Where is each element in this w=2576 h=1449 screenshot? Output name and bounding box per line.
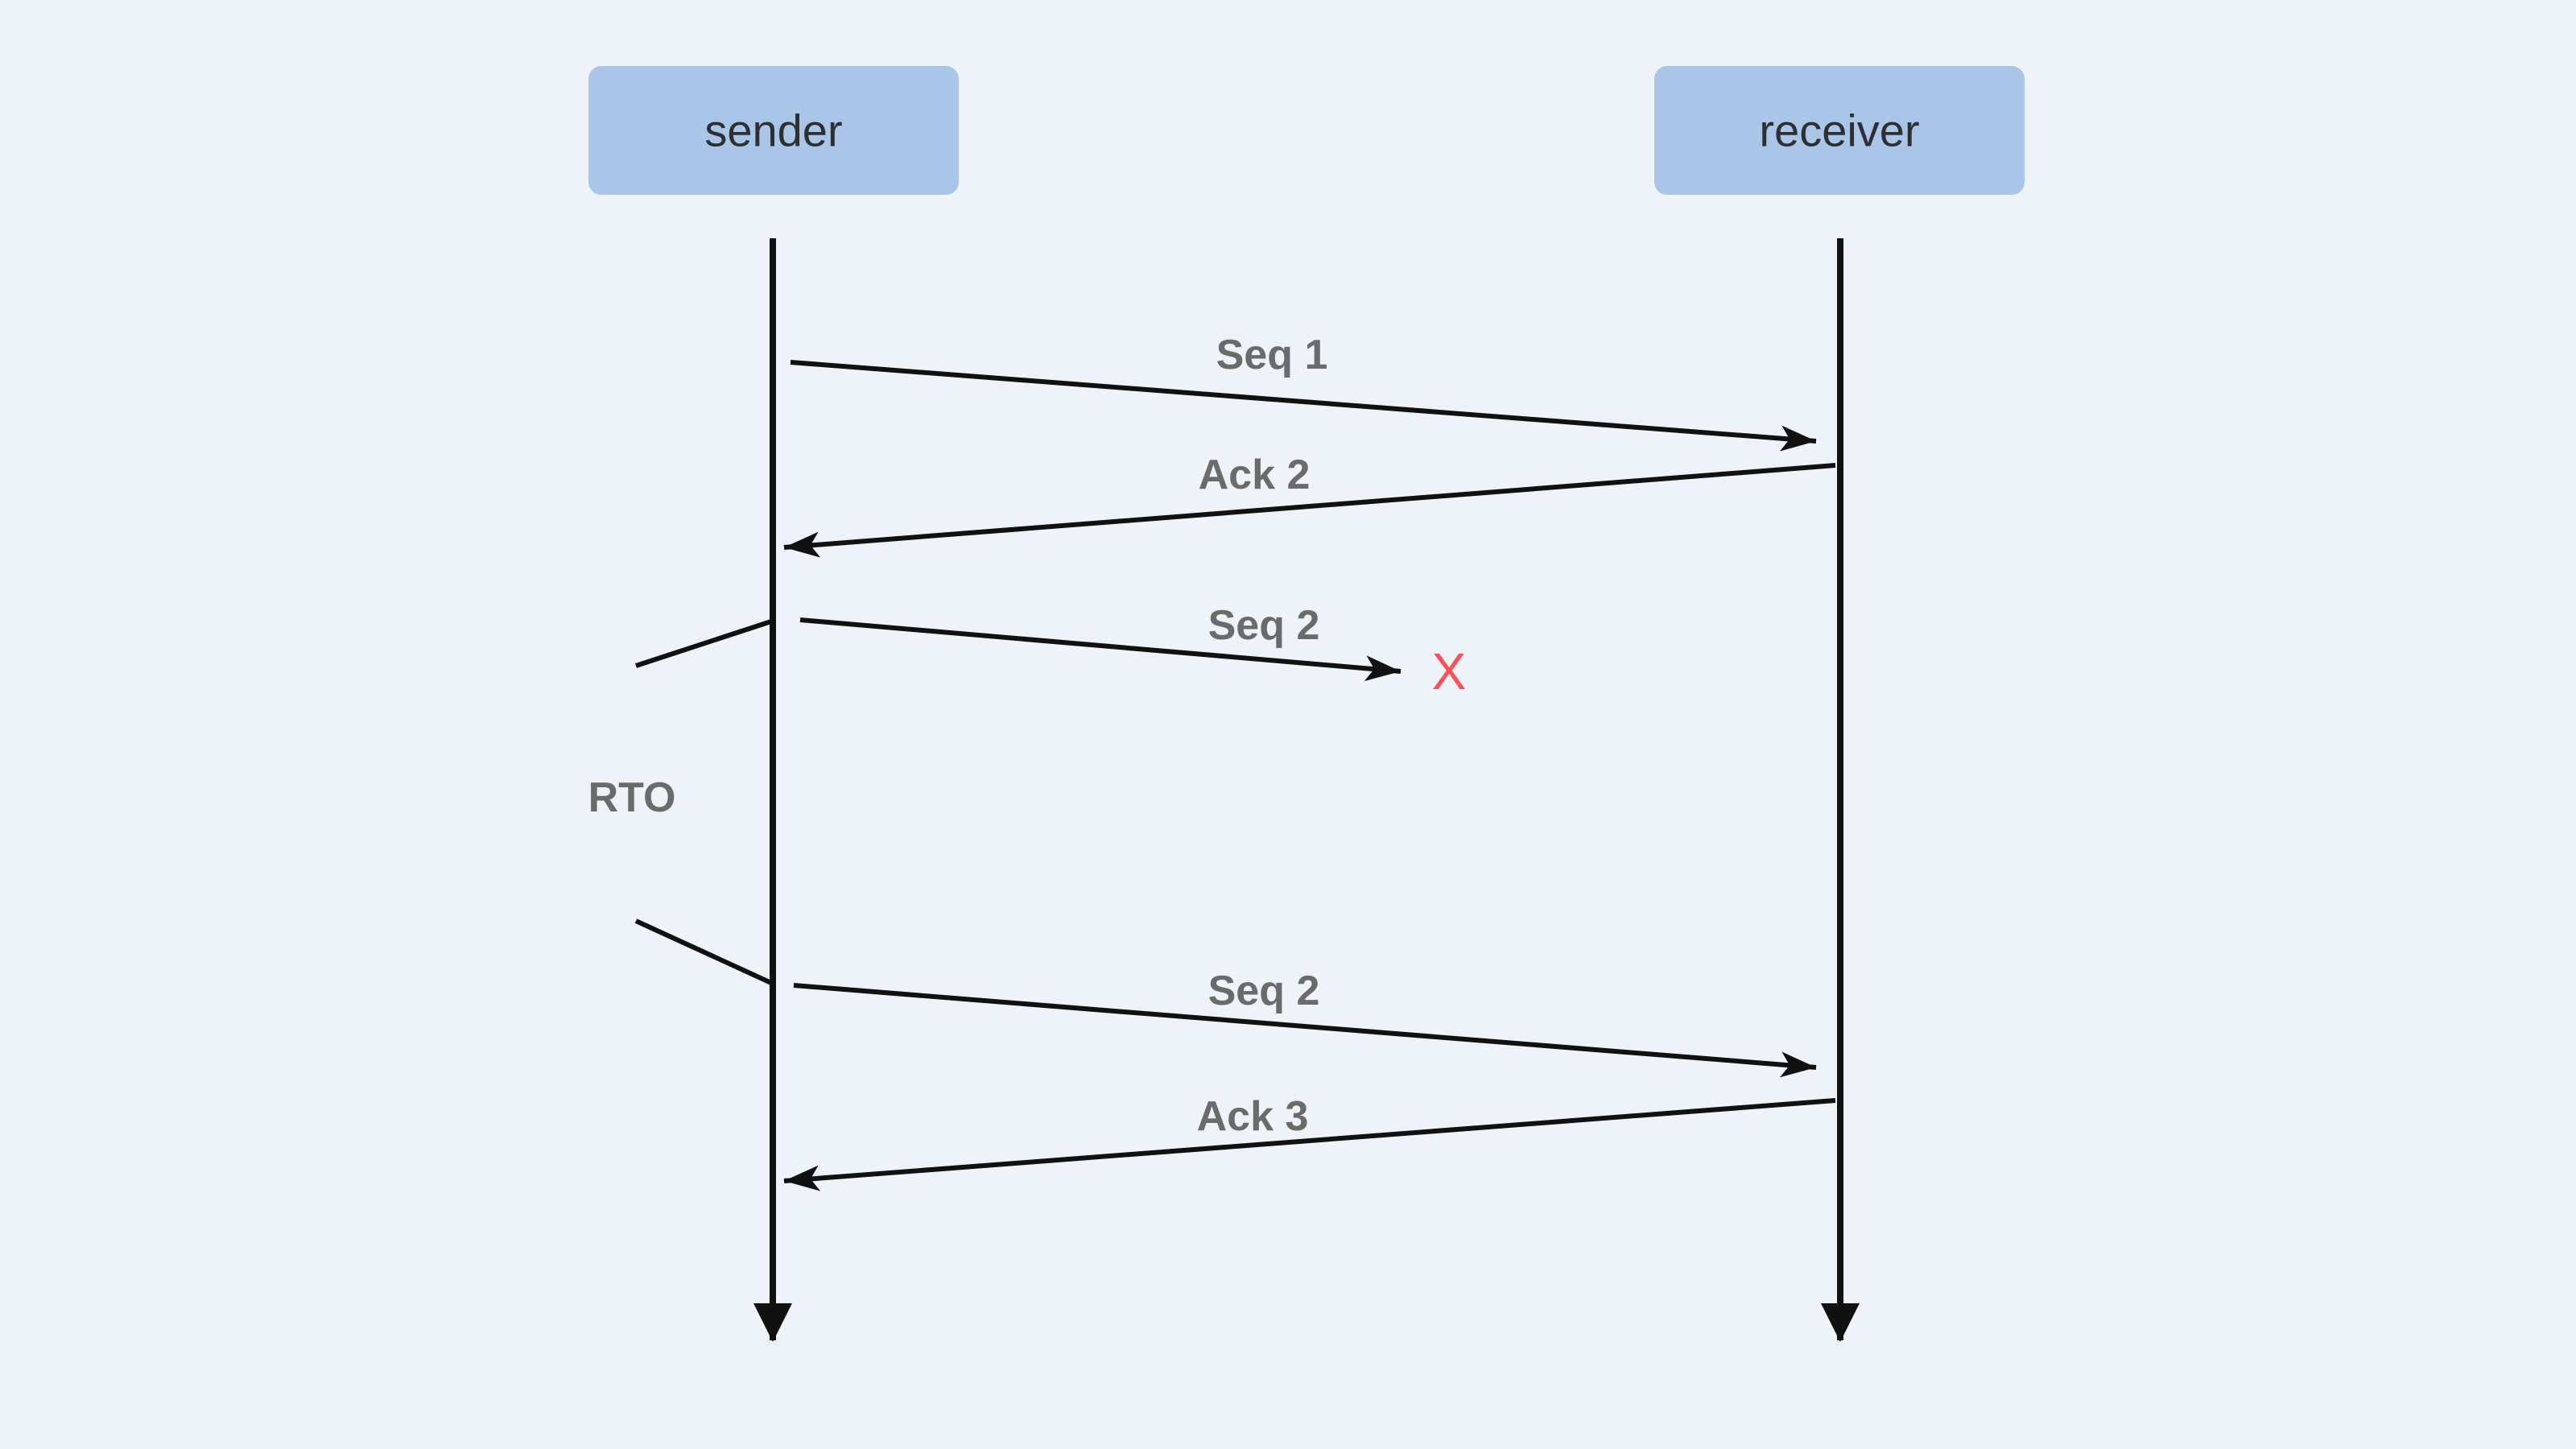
seq1-label: Seq 1 <box>1216 332 1328 378</box>
seq2-lost-label: Seq 2 <box>1208 602 1320 649</box>
rto-end-tick <box>634 919 773 985</box>
receiver-actor-label: receiver <box>1759 105 1919 156</box>
ack2-arrow <box>783 463 1836 558</box>
seq2-retransmit-label: Seq 2 <box>1208 968 1320 1014</box>
ack3-label: Ack 3 <box>1197 1093 1309 1140</box>
rto-start-tick <box>635 619 772 668</box>
seq1-arrow <box>790 360 1817 452</box>
rto-label: RTO <box>588 774 676 821</box>
sender-actor-box <box>588 66 959 195</box>
ack2-label: Ack 2 <box>1199 452 1311 498</box>
ack3-arrow <box>783 1098 1836 1191</box>
seq2-retransmit-arrow <box>793 983 1817 1078</box>
packet-loss-x-icon: X <box>1432 642 1467 700</box>
seq2-lost-arrow <box>799 617 1402 682</box>
sender-actor-label: sender <box>704 105 842 156</box>
receiver-actor-box <box>1654 66 2025 195</box>
